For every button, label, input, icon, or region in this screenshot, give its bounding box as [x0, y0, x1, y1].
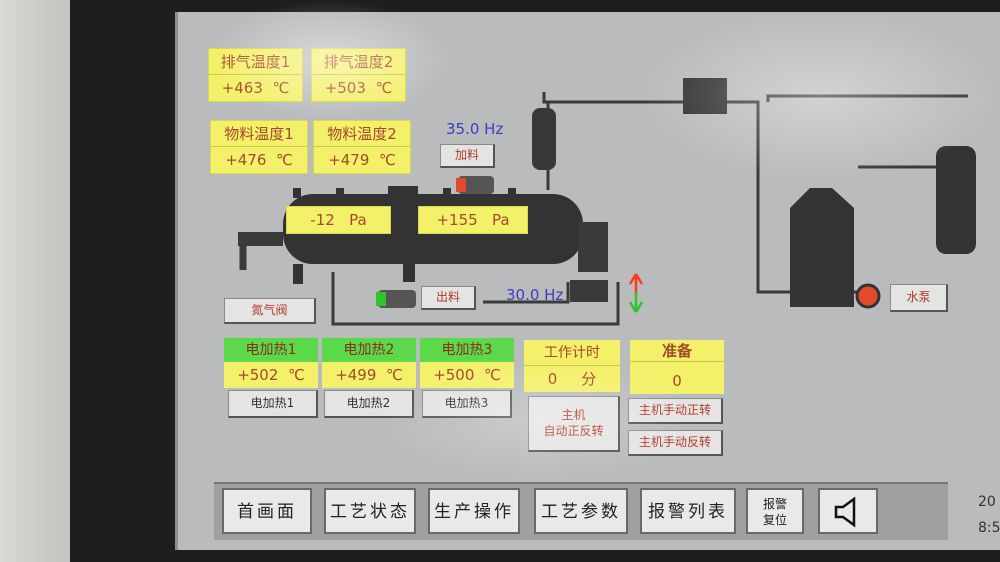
- wall-background: [0, 0, 70, 562]
- work-timer: 工作计时 0 分: [524, 340, 620, 392]
- material-temp-2-value: +479: [328, 151, 370, 169]
- work-timer-unit: 分: [581, 370, 597, 388]
- feed-valve: [458, 176, 494, 194]
- heater-3-panel: 电加热3 +500 ℃: [420, 338, 514, 388]
- auto-rotate-line-1: 主机: [561, 408, 586, 422]
- heater-2-button[interactable]: 电加热2: [324, 390, 414, 418]
- heater-3-button[interactable]: 电加热3: [422, 390, 512, 418]
- separator-top: [532, 108, 556, 170]
- flow-box: [683, 78, 727, 114]
- reactor-leg-left: [293, 264, 303, 284]
- gearbox: [578, 222, 608, 272]
- material-temp-1: 物料温度1 +476 ℃: [210, 120, 308, 174]
- reactor-nozzle-5: [508, 188, 516, 198]
- pipe-to-column: [766, 94, 968, 102]
- motor: [570, 280, 608, 302]
- alarm-reset-line-1: 报警: [762, 497, 787, 511]
- auto-rotate-button[interactable]: 主机 自动正反转: [528, 396, 620, 452]
- speaker-icon: [834, 496, 856, 528]
- pressure-left-value: -12: [310, 211, 335, 229]
- motor-frequency: 30.0 Hz: [506, 286, 564, 304]
- exhaust-temp-1-unit: ℃: [272, 79, 290, 97]
- heater-3-value: +500: [433, 366, 475, 384]
- feed-button[interactable]: 加料: [440, 144, 495, 168]
- nav-production-button[interactable]: 生产操作: [428, 488, 520, 534]
- discharge-valve: [378, 290, 416, 308]
- status-label: 准备: [630, 340, 724, 362]
- heater-3-label: 电加热3: [420, 338, 514, 362]
- discharge-button[interactable]: 出料: [421, 286, 476, 310]
- exhaust-temp-1: 排气温度1 +463 ℃: [208, 48, 303, 102]
- receiver-tank: [790, 188, 854, 307]
- reactor-inlet: [238, 232, 283, 246]
- material-temp-1-label: 物料温度1: [211, 121, 307, 147]
- reactor-nozzle-2: [336, 188, 344, 198]
- water-pump-button[interactable]: 水泵: [890, 284, 948, 312]
- manual-reverse-button[interactable]: 主机手动反转: [628, 430, 723, 456]
- heater-2-panel: 电加热2 +499 ℃: [322, 338, 416, 388]
- exhaust-temp-2-value: +503: [324, 79, 366, 97]
- heater-1-unit: ℃: [287, 366, 305, 384]
- speaker-button[interactable]: [818, 488, 878, 534]
- work-timer-value: 0: [547, 370, 558, 388]
- pipe-bottom-loop: [331, 272, 620, 326]
- pipe-motor: [483, 282, 570, 304]
- clock-time: 8:5: [978, 520, 1000, 536]
- reactor-nozzle-4: [443, 188, 451, 198]
- nitrogen-valve-button[interactable]: 氮气阀: [224, 298, 316, 324]
- status-panel: 准备 0: [630, 340, 724, 394]
- nav-process-params-button[interactable]: 工艺参数: [534, 488, 628, 534]
- exhaust-temp-2-label: 排气温度2: [312, 49, 405, 75]
- auto-rotate-line-2: 自动正反转: [543, 424, 604, 438]
- heater-2-unit: ℃: [385, 366, 403, 384]
- heater-2-value: +499: [335, 366, 377, 384]
- pressure-right-unit: Pa: [491, 211, 510, 229]
- pressure-left-unit: Pa: [349, 211, 367, 229]
- work-timer-label: 工作计时: [524, 340, 620, 366]
- hmi-screen: 排气温度1 +463 ℃ 排气温度2 +503 ℃ 物料温度1 +476 ℃ 物…: [175, 12, 1000, 550]
- alarm-reset-line-2: 复位: [762, 513, 787, 527]
- reactor-nozzle-1: [293, 188, 301, 198]
- condenser-right: [936, 146, 976, 254]
- reactor-leg-right: [403, 264, 415, 282]
- exhaust-temp-1-label: 排气温度1: [209, 49, 302, 75]
- pressure-left: -12 Pa: [286, 206, 391, 234]
- nav-process-state-button[interactable]: 工艺状态: [324, 488, 416, 534]
- reactor-nozzle-3: [388, 186, 418, 198]
- nav-alarm-list-button[interactable]: 报警列表: [640, 488, 736, 534]
- exhaust-temp-2: 排气温度2 +503 ℃: [311, 48, 406, 102]
- heater-1-button[interactable]: 电加热1: [228, 390, 318, 418]
- exhaust-temp-2-unit: ℃: [375, 79, 393, 97]
- water-pump-icon: [855, 283, 881, 309]
- clock-date: 20: [978, 494, 996, 510]
- nav-home-button[interactable]: 首画面: [222, 488, 312, 534]
- exhaust-temp-1-value: +463: [221, 79, 263, 97]
- material-temp-2-unit: ℃: [378, 151, 396, 169]
- heater-2-label: 电加热2: [322, 338, 416, 362]
- pressure-right: +155 Pa: [418, 206, 528, 234]
- material-temp-2-label: 物料温度2: [314, 121, 410, 147]
- material-temp-2: 物料温度2 +479 ℃: [313, 120, 411, 174]
- heater-1-panel: 电加热1 +502 ℃: [224, 338, 318, 388]
- feed-frequency: 35.0 Hz: [446, 120, 504, 138]
- status-value: 0: [630, 368, 724, 394]
- arrow-down-icon: [628, 292, 644, 313]
- material-temp-1-value: +476: [225, 151, 267, 169]
- heater-1-value: +502: [237, 366, 279, 384]
- heater-3-unit: ℃: [483, 366, 501, 384]
- heater-1-label: 电加热1: [224, 338, 318, 362]
- pressure-right-value: +155: [436, 211, 478, 229]
- alarm-reset-button[interactable]: 报警 复位: [746, 488, 804, 534]
- material-temp-1-unit: ℃: [275, 151, 293, 169]
- manual-forward-button[interactable]: 主机手动正转: [628, 398, 723, 424]
